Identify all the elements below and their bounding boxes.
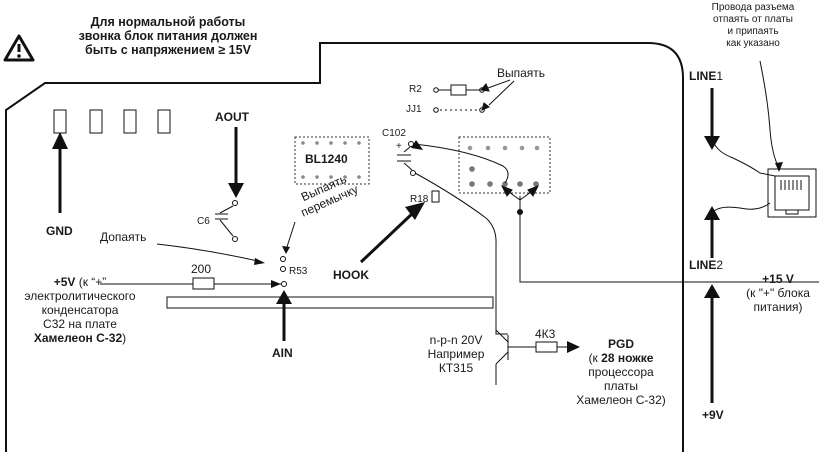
plus5v-note: +5V (к “+” электролитического конденсато… bbox=[0, 275, 160, 345]
line1-sub: 1 bbox=[716, 69, 724, 83]
plus5v-line-2: электролитического bbox=[24, 289, 136, 303]
plus5v-rest: (к “+” bbox=[75, 275, 107, 289]
c6-label: C6 bbox=[197, 216, 210, 227]
plus15v-line-3: питания) bbox=[753, 300, 803, 314]
plus5v-bold: +5V bbox=[53, 275, 76, 289]
connector-note-line-4: как указано bbox=[726, 38, 780, 49]
r2-label: R2 bbox=[409, 84, 422, 95]
line2-sub: 2 bbox=[716, 258, 724, 272]
c6-capacitor bbox=[215, 200, 238, 242]
connector-wires bbox=[712, 60, 780, 213]
transistor-symbol bbox=[495, 329, 568, 385]
pgd-pin: 28 ножке bbox=[601, 351, 654, 365]
plus15v-title: +15 V bbox=[762, 272, 794, 286]
jj1-jumper bbox=[433, 107, 485, 113]
line1-arrow bbox=[704, 88, 720, 150]
c102-label: C102 bbox=[382, 128, 406, 139]
plus5v-line-4: С32 на плате bbox=[43, 317, 117, 331]
plus5v-line-3: конденсатора bbox=[41, 303, 119, 317]
resistor-200-label: 200 bbox=[191, 262, 212, 276]
pgd-arrow bbox=[567, 341, 580, 353]
pgd-line-2: процессора bbox=[588, 365, 654, 379]
r53-pads bbox=[280, 256, 286, 272]
pad-cluster bbox=[458, 136, 551, 194]
ain-arrow bbox=[276, 290, 292, 341]
jj1-label: JJ1 bbox=[406, 104, 422, 115]
warning-line-3: быть с напряжением ≥ 15V bbox=[85, 43, 251, 57]
connector-note-pointer bbox=[775, 162, 783, 172]
plus15v-note: +15 V (к "+" блока питания) bbox=[737, 272, 819, 314]
warning-icon bbox=[3, 34, 35, 62]
bl1240-label: BL1240 bbox=[305, 152, 348, 166]
gnd-arrow bbox=[52, 132, 68, 213]
pgd-line-4: Хамелеон С-32) bbox=[576, 393, 666, 407]
r18-label: R18 bbox=[410, 194, 429, 205]
warning-text: Для нормальной работы звонка блок питани… bbox=[52, 15, 284, 57]
transistor-line-1: n-p-n 20V bbox=[429, 333, 483, 347]
board-wires bbox=[413, 143, 819, 335]
aout-label: AOUT bbox=[215, 110, 249, 124]
board-outline bbox=[5, 42, 684, 452]
warning-line-1: Для нормальной работы bbox=[90, 15, 246, 29]
dopayat-label: Допаять bbox=[100, 230, 147, 244]
connector-note-line-1: Провода разъема bbox=[711, 2, 795, 13]
hook-arrow bbox=[359, 202, 425, 264]
transistor-line-2: Например bbox=[427, 347, 485, 361]
pgd-note: PGD (к 28 ножке процессора платы Хамелео… bbox=[560, 337, 682, 407]
dopayat-pointer bbox=[156, 243, 263, 263]
junction-arrows bbox=[500, 185, 540, 215]
vypayat-pointers bbox=[480, 79, 515, 111]
r53-label: R53 bbox=[289, 266, 308, 277]
line2-label: LINE2 bbox=[689, 258, 723, 272]
connector-note: Провода разъема отпаять от платы и припа… bbox=[689, 2, 817, 50]
ain-label: AIN bbox=[272, 346, 293, 360]
plus9v-arrow bbox=[704, 284, 720, 403]
gnd-label: GND bbox=[46, 224, 73, 238]
c102-capacitor bbox=[397, 141, 416, 176]
transistor-note: n-p-n 20V Например КТ315 bbox=[418, 333, 494, 375]
vypayat-label: Выпаять bbox=[497, 66, 546, 80]
line2-arrow bbox=[704, 206, 720, 258]
plus5v-line-1: +5V (к “+” bbox=[0, 275, 160, 289]
gnd-pads bbox=[53, 109, 171, 134]
line1-label: LINE1 bbox=[689, 69, 723, 83]
hook-label: HOOK bbox=[333, 268, 369, 282]
rj-connector bbox=[767, 168, 817, 218]
plus5v-wire bbox=[100, 277, 287, 290]
r18-pad bbox=[431, 190, 440, 203]
bl1240-chip bbox=[294, 136, 370, 185]
pgd-title: PGD bbox=[607, 337, 634, 351]
line2-text: LINE bbox=[689, 258, 717, 272]
resistor-4k3-label: 4К3 bbox=[535, 327, 556, 341]
connector-note-line-3: и припаять bbox=[727, 26, 779, 37]
r2-resistor bbox=[433, 84, 485, 96]
jumper-pointer bbox=[285, 221, 296, 251]
plus9v-label: +9V bbox=[702, 408, 724, 422]
plus5v-close: ) bbox=[122, 331, 127, 345]
plus5v-board-name: Хамелеон С-32 bbox=[33, 331, 123, 345]
pgd-line-1: (к 28 ножке bbox=[560, 351, 682, 365]
aout-arrow bbox=[228, 127, 244, 198]
plus5v-line-5: Хамелеон С-32) bbox=[0, 331, 160, 345]
transistor-line-3: КТ315 bbox=[438, 361, 474, 375]
pgd-open: (к bbox=[588, 351, 602, 365]
warning-line-2: звонка блок питания должен bbox=[78, 29, 258, 43]
plus15v-line-2: (к "+" блока bbox=[746, 286, 810, 300]
connector-note-line-2: отпаять от платы bbox=[713, 14, 793, 25]
pgd-line-3: платы bbox=[603, 379, 639, 393]
c102-plus-label: + bbox=[396, 141, 402, 152]
line1-text: LINE bbox=[689, 69, 717, 83]
ain-pad-strip bbox=[166, 296, 494, 309]
